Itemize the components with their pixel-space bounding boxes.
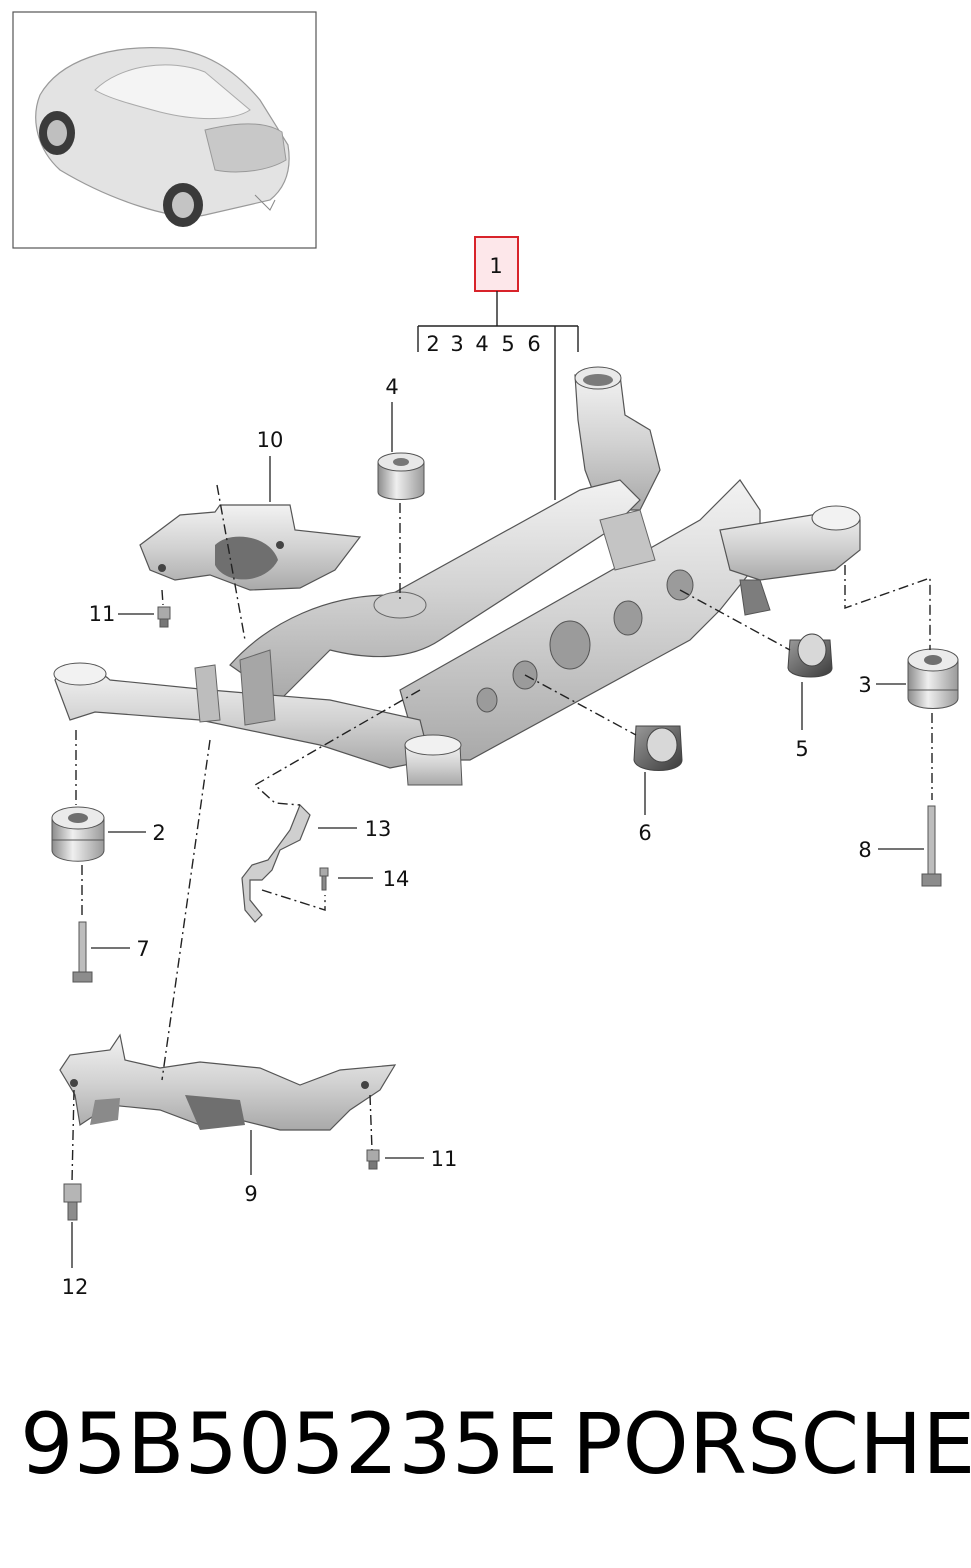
rear-axle-subframe[interactable]	[53, 366, 861, 786]
callout-10: 10	[257, 428, 284, 452]
leader-lines	[71, 402, 924, 1268]
sub-item-5: 5	[501, 332, 514, 356]
sub-item-2: 2	[426, 332, 439, 356]
bush-5[interactable]	[787, 633, 833, 678]
nut-11-lower[interactable]	[366, 1149, 380, 1170]
bush-4[interactable]	[377, 452, 425, 500]
callout-labels: 4 10 11 2 3 5 6 7 8 13 14 9 11 12	[62, 375, 872, 1299]
bracket-13[interactable]	[241, 803, 311, 923]
bolt-8[interactable]	[921, 805, 942, 887]
vehicle-overview-thumbnail	[12, 11, 317, 249]
callout-8: 8	[858, 838, 871, 862]
screw-14[interactable]	[319, 867, 329, 891]
part-caption: 95B505235E PORSCHE	[0, 1395, 971, 1505]
callout-2: 2	[152, 821, 165, 845]
heat-shield-10[interactable]	[139, 504, 362, 591]
part-number: 95B505235E	[20, 1395, 559, 1493]
brand-name: PORSCHE	[572, 1395, 971, 1493]
callout-13: 13	[365, 817, 392, 841]
callout-11-lower: 11	[431, 1147, 458, 1171]
callout-9: 9	[244, 1182, 257, 1206]
nut-11-upper[interactable]	[157, 606, 171, 628]
underbody-shield-9[interactable]	[59, 1033, 397, 1131]
sub-item-6: 6	[527, 332, 540, 356]
callout-6: 6	[638, 821, 651, 845]
callout-1: 1	[489, 254, 502, 278]
sub-item-3: 3	[450, 332, 463, 356]
bolt-7[interactable]	[72, 921, 93, 983]
callout-11-upper: 11	[89, 602, 116, 626]
bolt-12[interactable]	[63, 1183, 82, 1221]
assembly-lines	[71, 484, 933, 1183]
callout-3: 3	[858, 673, 871, 697]
sub-item-list: 2 3 4 5 6	[426, 332, 540, 356]
callout-4: 4	[385, 375, 398, 399]
assembly-bracket	[417, 291, 579, 500]
bush-2[interactable]	[51, 806, 105, 862]
vehicle-illustration	[35, 47, 290, 227]
callout-7: 7	[136, 937, 149, 961]
callout-12: 12	[62, 1275, 89, 1299]
assembly-callout[interactable]: 1	[474, 236, 519, 292]
bush-3[interactable]	[907, 648, 959, 709]
callout-5: 5	[795, 737, 808, 761]
callout-14: 14	[383, 867, 410, 891]
bush-6[interactable]	[633, 725, 683, 771]
sub-item-4: 4	[475, 332, 488, 356]
